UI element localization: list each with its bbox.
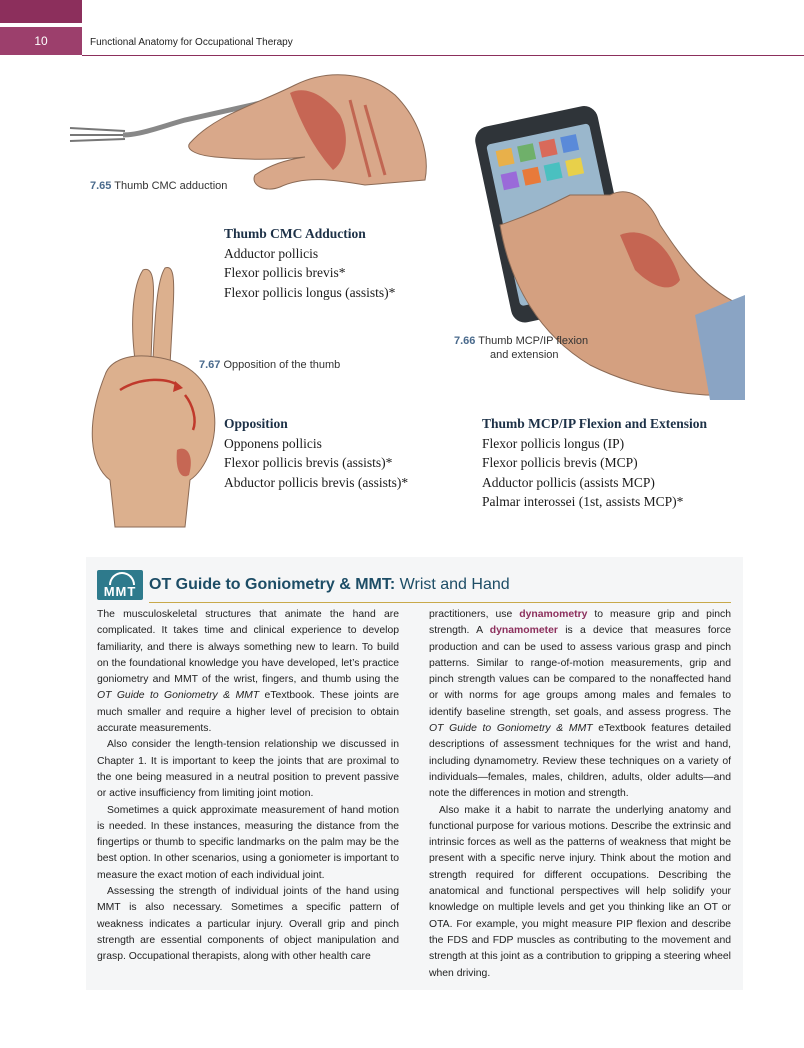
muscle-item: Adductor pollicis (assists MCP) bbox=[482, 474, 655, 490]
keyword-dynamometry: dynamometry bbox=[519, 609, 588, 620]
paragraph: practitioners, use dynamometry to measur… bbox=[429, 609, 731, 800]
guide-box bbox=[86, 557, 743, 990]
muscle-item: Flexor pollicis longus (assists)* bbox=[224, 284, 396, 300]
cmc-adduction-list: Thumb CMC Adduction Adductor pollicis Fl… bbox=[224, 224, 395, 302]
opposition-list: Opposition Opponens pollicis Flexor poll… bbox=[224, 414, 408, 492]
opposition-illustration bbox=[91, 267, 216, 528]
page-number: 10 bbox=[0, 27, 82, 55]
thumb-mcp-ip-illustration bbox=[475, 106, 745, 400]
muscle-item: Flexor pollicis longus (IP) bbox=[482, 435, 625, 451]
keyword-dynamometer: dynamometer bbox=[489, 625, 558, 637]
guide-right-column: practitioners, use dynamometry to measur… bbox=[429, 607, 731, 982]
header-color-band bbox=[0, 0, 82, 23]
figure-7-67-caption: 7.67 Opposition of the thumb bbox=[199, 359, 341, 371]
muscle-item: Adductor pollicis bbox=[224, 245, 319, 261]
running-title: Functional Anatomy for Occupational Ther… bbox=[90, 37, 293, 48]
paragraph: Sometimes a quick approximate measuremen… bbox=[97, 804, 399, 881]
muscle-item: Flexor pollicis brevis (assists)* bbox=[224, 455, 393, 470]
paragraph: Also make it a habit to narrate the unde… bbox=[429, 804, 731, 979]
mmt-logo: MMT bbox=[97, 570, 143, 600]
paragraph: The musculoskeletal structures that anim… bbox=[97, 609, 399, 735]
mcp-ip-list: Thumb MCP/IP Flexion and Extension Flexo… bbox=[482, 414, 707, 512]
muscle-item: Abductor pollicis brevis (assists)* bbox=[224, 474, 409, 490]
muscle-item: Flexor pollicis brevis (MCP) bbox=[482, 455, 638, 470]
figure-7-65-caption: 7.65 Thumb CMC adduction bbox=[90, 180, 228, 192]
header-rule bbox=[82, 55, 804, 56]
guide-box-title: OT Guide to Goniometry & MMT: Wrist and … bbox=[149, 576, 510, 593]
muscle-item: Flexor pollicis brevis* bbox=[224, 265, 346, 280]
guide-left-column: The musculoskeletal structures that anim… bbox=[97, 607, 399, 966]
thumb-cmc-adduction-illustration bbox=[69, 74, 427, 190]
muscle-item: Palmar interossei (1st, assists MCP)* bbox=[482, 494, 684, 509]
paragraph: Assessing the strength of individual joi… bbox=[97, 886, 399, 963]
muscle-item: Opponens pollicis bbox=[224, 435, 322, 451]
title-rule bbox=[149, 602, 731, 603]
paragraph: Also consider the length-tension relatio… bbox=[97, 739, 399, 800]
figure-7-66-caption: 7.66 Thumb MCP/IP flexion and extension bbox=[454, 335, 589, 361]
